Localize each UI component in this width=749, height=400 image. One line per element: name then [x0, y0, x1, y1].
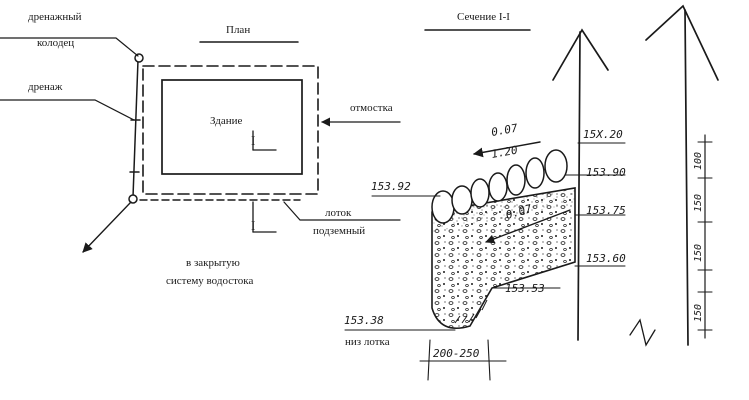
leader-drainage-well [0, 37, 139, 57]
elev-2: 153.75 [586, 204, 626, 217]
elev-1: 153.90 [586, 166, 626, 179]
drainage-well-top [134, 53, 144, 63]
label-stormwater-2: систему водостока [166, 275, 253, 287]
plan-view: План Здание I I дренажный колодец дренаж [0, 11, 401, 287]
section-view: Сечение I-I 0.07 1.20 0.07 [344, 4, 719, 381]
wall-outer [684, 9, 689, 346]
label-tray-2: подземный [313, 225, 365, 237]
building-label: Здание [210, 115, 242, 127]
tray-bottom-label: низ лотка [345, 336, 390, 348]
building-outline [161, 79, 303, 175]
label-stormwater-1: в закрытую [186, 257, 240, 269]
dim-1: 100 [693, 152, 704, 170]
section-title: Сечение I-I [457, 11, 510, 23]
drain-pipe-left [132, 59, 139, 198]
label-blind-area: отмостка [350, 102, 393, 114]
roof-right [645, 4, 719, 81]
label-tray-1: лоток [325, 207, 352, 219]
slope-arrow-top [473, 141, 541, 158]
slope-arrow-mid [485, 209, 571, 244]
break-mark [629, 318, 656, 347]
slope-top: 0.07 [490, 121, 519, 138]
wall-inner [577, 31, 581, 341]
drainage-well-bottom [128, 194, 138, 204]
elev-left: 153.92 [371, 180, 411, 193]
width-dim-tick-left [427, 339, 431, 381]
plan-title: План [226, 24, 250, 36]
slope-top-len: 1.20 [490, 143, 519, 160]
outlet-arrow [82, 201, 132, 253]
label-drainage-well-1: дренажный [28, 11, 82, 23]
elev-4: 153.53 [505, 282, 545, 295]
tray-bottom-hatch [454, 299, 488, 324]
drainage-contour [142, 65, 319, 195]
elev-bottom: 153.38 [344, 314, 384, 327]
dim-3: 150 [693, 244, 704, 262]
elev-3: 153.60 [586, 252, 626, 265]
cobble-layer [431, 149, 568, 224]
label-drainage-well-2: колодец [37, 37, 74, 49]
roof-left [552, 28, 609, 81]
dim-4: 150 [693, 304, 704, 322]
leader-tray [283, 201, 401, 221]
dim-2: 150 [693, 194, 704, 212]
sand-layer [432, 188, 575, 232]
section-mark-top: I [251, 133, 255, 148]
width-dim-tick-right [487, 339, 491, 381]
width-dim: 200-250 [433, 347, 480, 360]
elev-top: 15X.20 [583, 128, 623, 141]
leader-drainage [0, 99, 135, 121]
label-drainage: дренаж [28, 81, 63, 93]
